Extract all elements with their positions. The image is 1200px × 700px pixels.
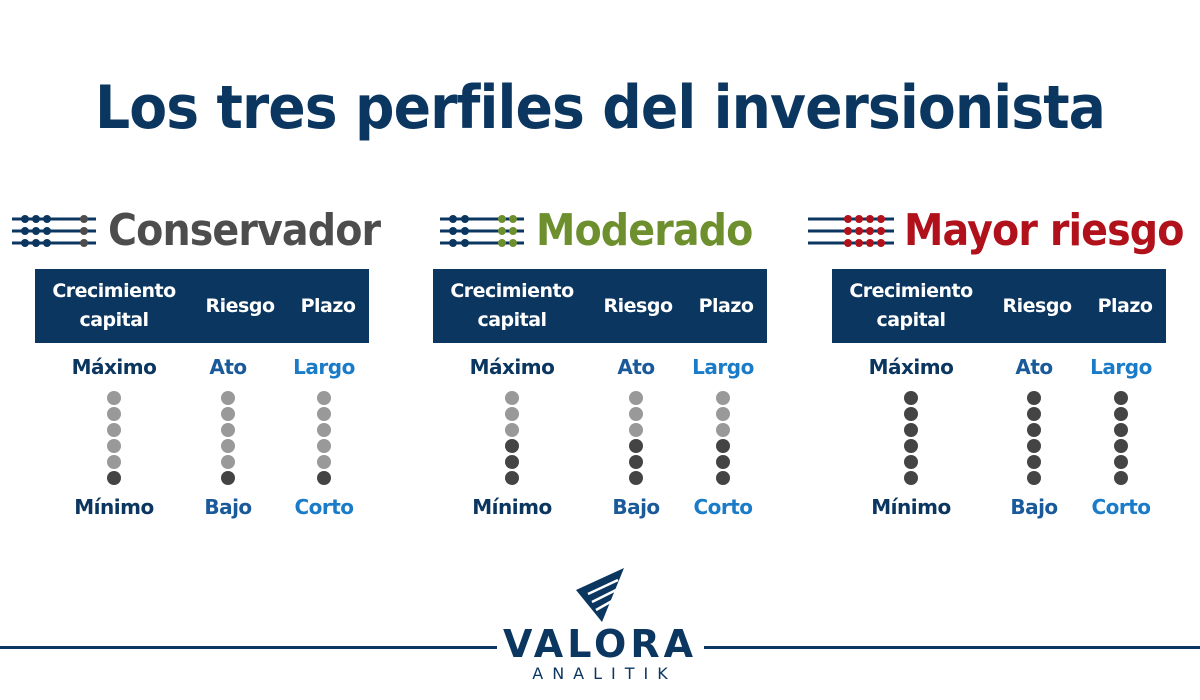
label-largo: Largo [1090, 355, 1152, 379]
profile-name: Moderado [536, 205, 753, 256]
dot-column [716, 391, 730, 485]
scale-plazo: Largo Corto [1086, 353, 1156, 533]
header-riesgo: Riesgo [205, 294, 276, 317]
dot-column [1027, 391, 1041, 485]
brand-name: VALORA [502, 622, 698, 666]
label-maximo: Máximo [71, 355, 157, 379]
dot-column [221, 391, 235, 485]
profile-name: Mayor riesgo [904, 205, 1184, 256]
label-bajo: Bajo [612, 495, 660, 519]
scale-riesgo: Ato Bajo [193, 353, 263, 533]
scale-riesgo: Ato Bajo [601, 353, 671, 533]
scale-capital: Máximo Mínimo [35, 353, 193, 533]
label-corto: Corto [1091, 495, 1151, 519]
valora-wing-logo-icon [576, 568, 624, 622]
label-bajo: Bajo [204, 495, 252, 519]
page-title: Los tres perfiles del inversionista [94, 73, 1106, 143]
scale-area: Máximo Mínimo Ato Bajo Largo Corto [35, 353, 369, 533]
label-minimo: Mínimo [871, 495, 951, 519]
brand-subtitle: ANALITIK [532, 664, 677, 683]
label-minimo: Mínimo [74, 495, 154, 519]
label-corto: Corto [693, 495, 753, 519]
header-plazo: Plazo [1097, 294, 1153, 317]
header-riesgo: Riesgo [1002, 294, 1073, 317]
label-minimo: Mínimo [472, 495, 552, 519]
dot-column [629, 391, 643, 485]
header-plazo: Plazo [698, 294, 754, 317]
label-alto: Ato [209, 355, 247, 379]
abacus-icon [12, 215, 96, 247]
dot-column [904, 391, 918, 485]
abacus-icon [440, 215, 524, 247]
label-alto: Ato [1015, 355, 1053, 379]
footer-divider-left [0, 646, 497, 649]
scale-plazo: Largo Corto [289, 353, 359, 533]
profile-header: Moderado [438, 200, 776, 262]
label-maximo: Máximo [469, 355, 555, 379]
scale-area: Máximo Mínimo Ato Bajo Largo Corto [433, 353, 767, 533]
dot-column [505, 391, 519, 485]
dot-column [107, 391, 121, 485]
profile-name: Conservador [108, 205, 381, 256]
scale-riesgo: Ato Bajo [999, 353, 1069, 533]
scale-capital: Máximo Mínimo [433, 353, 591, 533]
profile-header: Mayor riesgo [806, 200, 1200, 262]
dot-column [1114, 391, 1128, 485]
dot-column [317, 391, 331, 485]
label-largo: Largo [692, 355, 754, 379]
abacus-icon [808, 215, 894, 247]
label-maximo: Máximo [868, 355, 954, 379]
scale-capital: Máximo Mínimo [832, 353, 990, 533]
label-bajo: Bajo [1010, 495, 1058, 519]
label-largo: Largo [293, 355, 355, 379]
profile-header: Conservador [10, 200, 410, 262]
label-alto: Ato [617, 355, 655, 379]
header-riesgo: Riesgo [603, 294, 674, 317]
header-plazo: Plazo [300, 294, 356, 317]
scale-area: Máximo Mínimo Ato Bajo Largo Corto [832, 353, 1166, 533]
footer-divider-right [704, 646, 1200, 649]
scale-plazo: Largo Corto [688, 353, 758, 533]
label-corto: Corto [294, 495, 354, 519]
